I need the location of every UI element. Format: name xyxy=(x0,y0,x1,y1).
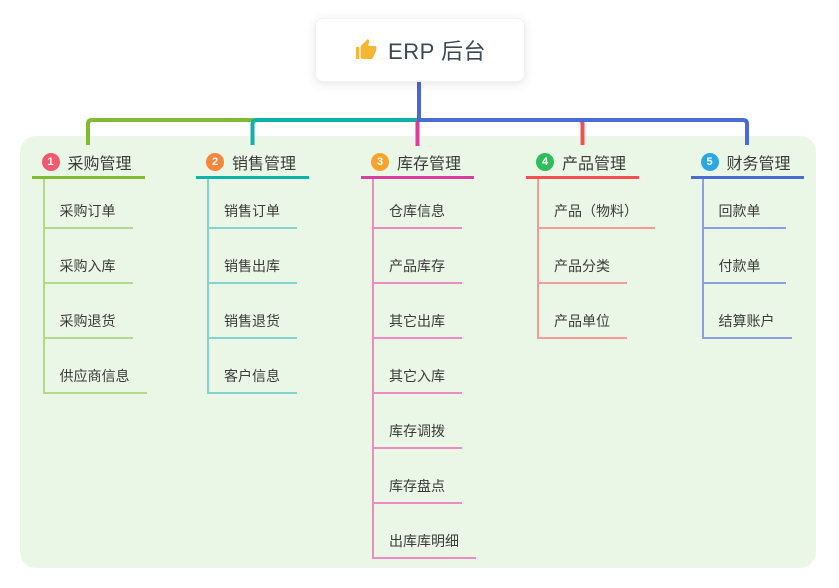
branch-number-badge: 3 xyxy=(371,152,389,171)
child-label: 其它入库 xyxy=(389,368,445,384)
branch-node-4: 4 产品管理 产品（物料） 产品分类 产品单位 xyxy=(526,147,655,339)
child-label: 回款单 xyxy=(718,203,761,219)
child-node[interactable]: 销售出库 xyxy=(209,229,297,284)
child-node[interactable]: 供应商信息 xyxy=(44,339,147,394)
child-label: 采购入库 xyxy=(59,258,116,274)
branch-number-badge: 1 xyxy=(41,152,60,171)
branch-node-1: 1 采购管理 采购订单 采购入库 采购退货 供应商信息 xyxy=(31,147,147,394)
child-label: 采购退货 xyxy=(59,313,116,329)
branch-title: 财务管理 xyxy=(726,155,791,173)
child-label: 采购订单 xyxy=(59,203,116,219)
connector-line xyxy=(86,118,419,145)
child-label: 产品库存 xyxy=(389,258,445,274)
child-label: 供应商信息 xyxy=(59,368,130,384)
child-node[interactable]: 采购退货 xyxy=(44,284,133,339)
child-node[interactable]: 库存盘点 xyxy=(374,449,462,504)
child-label: 结算账户 xyxy=(718,313,775,329)
child-node[interactable]: 回款单 xyxy=(703,179,786,229)
branch-head[interactable]: 2 销售管理 xyxy=(196,147,309,179)
branch-children: 产品（物料） 产品分类 产品单位 xyxy=(537,179,655,339)
child-node[interactable]: 仓库信息 xyxy=(374,179,462,229)
branch-title: 产品管理 xyxy=(562,155,627,173)
child-label: 仓库信息 xyxy=(389,203,445,219)
thumbs-up-icon xyxy=(356,39,377,59)
root-title: ERP 后台 xyxy=(388,39,486,64)
connector-line xyxy=(419,118,585,145)
branch-head[interactable]: 4 产品管理 xyxy=(526,147,639,179)
branch-title: 采购管理 xyxy=(67,155,132,173)
connector-line xyxy=(250,118,419,145)
branch-children: 仓库信息 产品库存 其它出库 其它入库 库存调拨 库存盘点 出库库明细 xyxy=(372,179,476,559)
child-label: 产品单位 xyxy=(554,313,610,329)
child-label: 库存调拨 xyxy=(389,423,445,439)
child-node[interactable]: 销售订单 xyxy=(209,179,297,229)
branch-node-5: 5 财务管理 回款单 付款单 结算账户 xyxy=(690,147,804,339)
branch-head[interactable]: 1 采购管理 xyxy=(31,147,145,179)
child-label: 付款单 xyxy=(718,258,761,274)
child-node[interactable]: 库存调拨 xyxy=(374,394,462,449)
child-node[interactable]: 采购入库 xyxy=(44,229,133,284)
branch-title: 销售管理 xyxy=(232,155,297,173)
branch-node-2: 2 销售管理 销售订单 销售出库 销售退货 客户信息 xyxy=(196,147,309,394)
child-label: 库存盘点 xyxy=(389,478,445,494)
child-node[interactable]: 采购订单 xyxy=(44,179,133,229)
child-label: 客户信息 xyxy=(224,368,280,384)
branches-panel-background xyxy=(20,136,816,568)
branch-children: 销售订单 销售出库 销售退货 客户信息 xyxy=(207,179,297,394)
branch-title: 库存管理 xyxy=(397,155,462,173)
child-node[interactable]: 产品单位 xyxy=(539,284,627,339)
branch-number-badge: 4 xyxy=(536,152,554,171)
branch-node-3: 3 库存管理 仓库信息 产品库存 其它出库 其它入库 库存调拨 库存盘点 出库库… xyxy=(361,147,476,559)
branch-number-badge: 2 xyxy=(206,152,224,171)
child-node[interactable]: 产品（物料） xyxy=(539,179,655,229)
child-label: 出库库明细 xyxy=(389,533,459,549)
branch-number-badge: 5 xyxy=(700,152,719,171)
child-node[interactable]: 产品分类 xyxy=(539,229,627,284)
branch-children: 回款单 付款单 结算账户 xyxy=(701,179,792,339)
child-node[interactable]: 付款单 xyxy=(703,229,786,284)
branch-children: 采购订单 采购入库 采购退货 供应商信息 xyxy=(42,179,147,394)
child-label: 其它出库 xyxy=(389,313,445,329)
child-label: 产品分类 xyxy=(554,258,610,274)
child-node[interactable]: 出库库明细 xyxy=(374,504,476,559)
branch-head[interactable]: 5 财务管理 xyxy=(690,147,804,179)
child-node[interactable]: 其它出库 xyxy=(374,284,462,339)
child-label: 销售退货 xyxy=(224,313,280,329)
child-node[interactable]: 客户信息 xyxy=(209,339,297,394)
child-node[interactable]: 产品库存 xyxy=(374,229,462,284)
child-label: 销售订单 xyxy=(224,203,280,219)
child-label: 销售出库 xyxy=(224,258,280,274)
branch-head[interactable]: 3 库存管理 xyxy=(361,147,474,179)
child-node[interactable]: 其它入库 xyxy=(374,339,462,394)
child-node[interactable]: 销售退货 xyxy=(209,284,297,339)
root-node[interactable]: ERP 后台 xyxy=(315,18,525,82)
child-label: 产品（物料） xyxy=(554,203,638,219)
connector-line xyxy=(419,118,749,145)
child-node[interactable]: 结算账户 xyxy=(703,284,792,339)
